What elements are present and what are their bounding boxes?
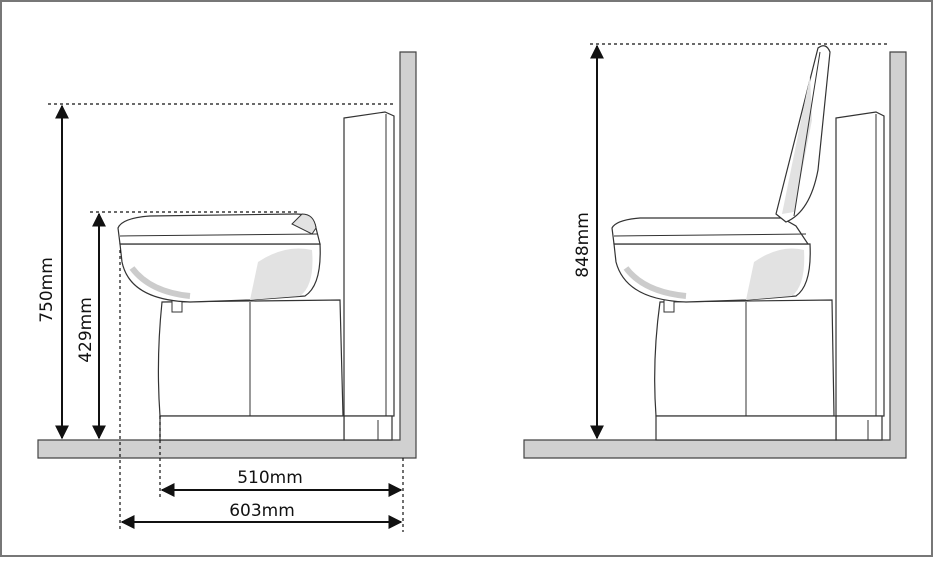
- tank-left: [343, 111, 395, 417]
- lid-closed-left: [117, 213, 321, 245]
- right-view: 848mm: [523, 43, 907, 459]
- tank-right: [835, 111, 885, 417]
- tank-foot-right: [835, 415, 883, 441]
- tank-foot-left: [343, 415, 393, 441]
- reference-lines-left: [48, 103, 404, 532]
- floor-wall-right: [523, 51, 907, 459]
- label-510: 510mm: [237, 468, 303, 488]
- label-750: 750mm: [37, 257, 57, 323]
- cassette-body-left: [157, 299, 344, 417]
- base-left: [159, 415, 345, 441]
- cassette-body-right: [654, 299, 835, 417]
- label-603: 603mm: [229, 501, 295, 521]
- label-848: 848mm: [573, 212, 593, 278]
- label-429: 429mm: [76, 297, 96, 363]
- left-view: 750mm 429mm 510mm 603mm: [37, 51, 417, 532]
- base-right: [655, 415, 837, 441]
- seat-right: [611, 217, 810, 245]
- floor-wall-left: [37, 51, 417, 459]
